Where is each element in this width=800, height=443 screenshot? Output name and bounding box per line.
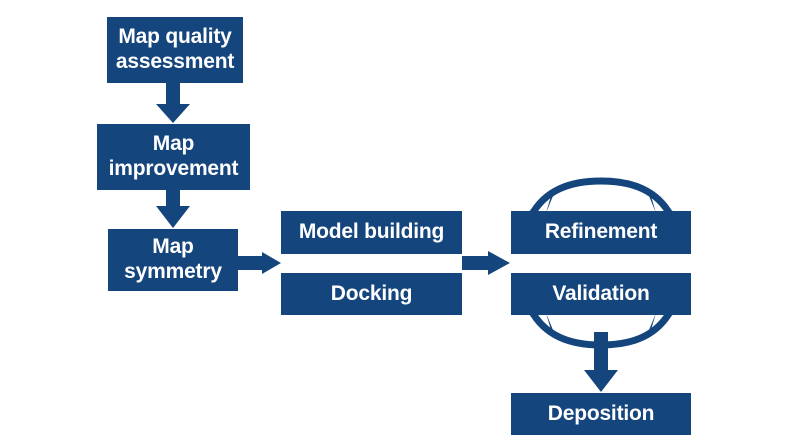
- connector-cycle-to-deposition: [584, 332, 618, 392]
- connector-symmetry-to-modeling: [238, 252, 281, 274]
- node-model-building[interactable]: Model building: [281, 211, 462, 254]
- connector-improvement-to-symmetry: [156, 190, 190, 228]
- node-refinement[interactable]: Refinement: [511, 211, 691, 254]
- node-docking[interactable]: Docking: [281, 273, 462, 315]
- connector-cycle-arc-bottom: [527, 308, 675, 349]
- connector-modeling-to-refinement: [462, 251, 510, 275]
- connector-cycle-arc-bottom-arrowheads: [526, 313, 676, 330]
- node-validation[interactable]: Validation: [511, 273, 691, 315]
- node-map-quality-assessment[interactable]: Map quality assessment: [107, 17, 243, 83]
- node-deposition[interactable]: Deposition: [511, 393, 691, 435]
- node-map-improvement[interactable]: Map improvement: [97, 124, 250, 190]
- connector-quality-to-improvement: [156, 83, 190, 123]
- node-map-symmetry[interactable]: Map symmetry: [108, 229, 238, 291]
